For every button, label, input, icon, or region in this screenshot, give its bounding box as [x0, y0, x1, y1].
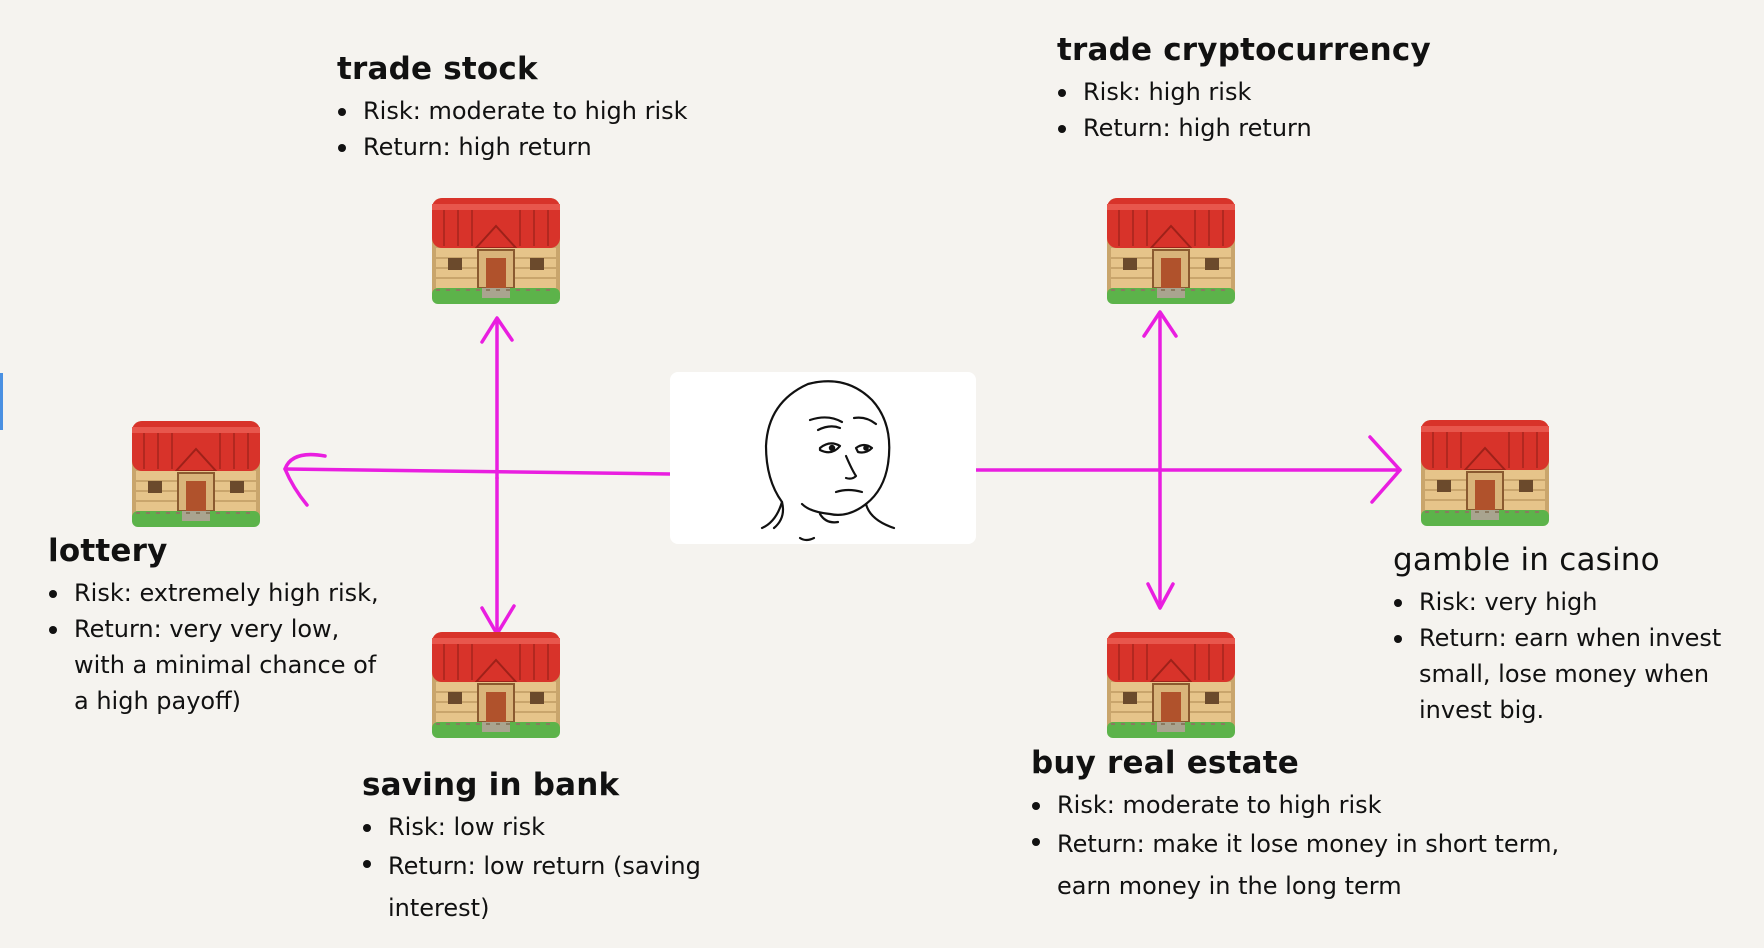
risk-item: Risk: low risk: [363, 809, 701, 845]
option-title: saving in bank: [362, 767, 620, 803]
return-item: Return: earn when invest small, lose mon…: [1393, 620, 1722, 728]
house-icon-trade-stock: [432, 198, 560, 304]
risk-item: Risk: extremely high risk,: [49, 575, 379, 611]
arrowhead-lottery: [283, 452, 327, 507]
option-title: trade stock: [337, 51, 538, 87]
return-line: earn money in the long term: [1057, 872, 1402, 900]
option-title: trade cryptocurrency: [1057, 32, 1431, 68]
house-icon-real-estate: [1107, 632, 1235, 738]
option-details: Risk: moderate to high risk Return: make…: [1031, 787, 1559, 907]
option-real-estate: buy real estate Risk: moderate to high r…: [1031, 745, 1559, 907]
return-item: Return: low return (saving interest): [363, 845, 701, 929]
return-item: Return: very very low, with a minimal ch…: [49, 611, 379, 719]
option-title: lottery: [48, 533, 168, 569]
return-item: Return: make it lose money in short term…: [1031, 823, 1560, 907]
return-item: Return: high return: [1058, 110, 1431, 146]
house-icon-casino: [1421, 420, 1549, 526]
arrowhead-trade-crypto: [1142, 310, 1178, 338]
option-title: gamble in casino: [1393, 542, 1660, 578]
risk-item: Risk: high risk: [1058, 74, 1431, 110]
return-item: Return: high return: [338, 129, 688, 165]
return-line: a high payoff): [74, 687, 242, 715]
option-saving-bank: saving in bank Risk: low risk Return: lo…: [362, 767, 701, 929]
option-details: Risk: moderate to high risk Return: high…: [337, 93, 688, 165]
return-line: invest big.: [1419, 696, 1545, 724]
risk-item: Risk: moderate to high risk: [1031, 787, 1559, 823]
risk-item: Risk: moderate to high risk: [338, 93, 688, 129]
option-lottery: lottery Risk: extremely high risk, Retur…: [48, 533, 379, 719]
house-icon-trade-crypto: [1107, 198, 1235, 304]
house-icon-saving-bank: [432, 632, 560, 738]
thinking-person-face-icon: [760, 380, 896, 542]
arrow-to-lottery: [283, 467, 672, 476]
option-details: Risk: extremely high risk, Return: very …: [48, 575, 379, 719]
return-line: Return: low return (saving: [388, 852, 701, 880]
scroll-indicator: [0, 373, 3, 430]
return-line: Return: very very low,: [74, 615, 340, 643]
arrowhead-casino: [1368, 435, 1402, 504]
arrowhead-trade-stock: [480, 316, 514, 344]
arrowhead-real-estate: [1146, 582, 1175, 610]
option-trade-stock: trade stock Risk: moderate to high risk …: [337, 51, 688, 165]
return-line: Return: make it lose money in short term…: [1057, 830, 1560, 858]
option-details: Risk: low risk Return: low return (savin…: [362, 809, 701, 929]
center-face-image: [670, 372, 976, 544]
return-line: small, lose money when: [1419, 660, 1710, 688]
return-line: interest): [388, 894, 490, 922]
house-icon-lottery: [132, 421, 260, 527]
option-details: Risk: high risk Return: high return: [1057, 74, 1431, 146]
risk-item: Risk: very high: [1393, 584, 1721, 620]
option-casino: gamble in casino Risk: very high Return:…: [1393, 542, 1721, 728]
option-trade-crypto: trade cryptocurrency Risk: high risk Ret…: [1057, 32, 1431, 146]
return-line: with a minimal chance of: [74, 651, 377, 679]
option-details: Risk: very high Return: earn when invest…: [1393, 584, 1721, 728]
option-title: buy real estate: [1031, 745, 1299, 781]
return-line: Return: earn when invest: [1419, 624, 1722, 652]
